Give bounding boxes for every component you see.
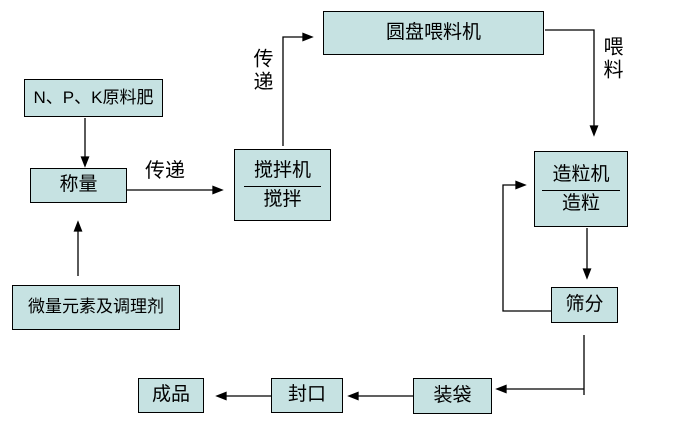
arrow-sieve-to-bag <box>495 335 585 395</box>
node-granulator-label-bottom: 造粒 <box>561 193 600 214</box>
node-bagging: 装袋 <box>413 378 492 414</box>
edge-label-transfer-horizontal: 传递 <box>145 160 185 182</box>
arrow-mixer-to-disc-feeder <box>282 32 314 146</box>
node-npk-raw-material: N、P、K原料肥 <box>24 79 163 117</box>
edge-label-transfer-vertical: 传递 <box>250 48 272 94</box>
arrow-weigh-to-mixer <box>127 185 224 195</box>
arrow-trace-to-weigh <box>73 220 83 276</box>
arrow-sieve-recycle-to-granulator <box>502 180 551 312</box>
node-mixer-label-top: 搅拌机 <box>243 159 321 187</box>
node-finished-product: 成品 <box>138 378 204 413</box>
node-trace-elements-label: 微量元素及调理剂 <box>28 297 164 317</box>
node-sieving-label: 筛分 <box>565 293 604 315</box>
node-granulator-label-top: 造粒机 <box>542 163 620 191</box>
arrow-bag-to-seal <box>347 391 413 401</box>
granulator-fraction: 造粒机 造粒 <box>542 163 620 215</box>
node-sealing: 封口 <box>271 378 343 413</box>
node-trace-elements: 微量元素及调理剂 <box>12 285 180 330</box>
node-mixer-label-bottom: 搅拌 <box>263 189 302 210</box>
node-disc-feeder: 圆盘喂料机 <box>323 11 544 55</box>
node-weighing: 称量 <box>30 168 127 203</box>
mixer-fraction: 搅拌机 搅拌 <box>243 159 321 211</box>
arrow-seal-to-product <box>215 391 271 401</box>
node-bagging-label: 装袋 <box>433 384 472 406</box>
arrow-npk-to-weigh <box>80 118 90 168</box>
edge-label-feed: 喂料 <box>600 36 622 82</box>
node-npk-label: N、P、K原料肥 <box>33 87 154 107</box>
node-sealing-label: 封口 <box>287 384 326 406</box>
arrow-disc-feeder-to-granulator <box>545 29 599 137</box>
node-finished-product-label: 成品 <box>151 384 190 406</box>
node-granulator: 造粒机 造粒 <box>534 151 628 227</box>
node-sieving: 筛分 <box>551 287 618 323</box>
node-disc-feeder-label: 圆盘喂料机 <box>385 21 481 43</box>
node-mixer: 搅拌机 搅拌 <box>234 149 331 221</box>
node-weighing-label: 称量 <box>59 174 98 196</box>
arrow-granulator-to-sieve <box>582 228 592 280</box>
